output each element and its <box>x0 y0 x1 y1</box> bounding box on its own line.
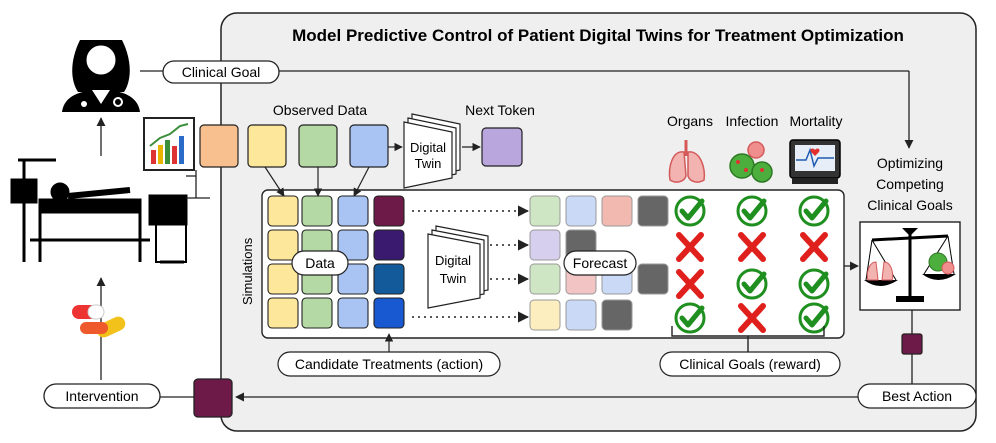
clinical-goals-reward-label: Clinical Goals (reward) <box>659 351 841 377</box>
sim-token <box>267 297 299 329</box>
sim-token <box>337 297 369 329</box>
sim-token <box>301 297 333 329</box>
sim-token <box>301 195 333 227</box>
sim-token <box>267 195 299 227</box>
best-action-label: Best Action <box>857 383 977 409</box>
infection-label: Infection <box>726 113 779 129</box>
best-action-token <box>901 333 923 355</box>
forecast-token <box>637 195 669 227</box>
forecast-token <box>601 299 633 331</box>
data-label: Data <box>291 250 349 276</box>
forecast-token <box>529 299 561 331</box>
sim-token <box>267 263 299 295</box>
forecast-token <box>529 229 561 261</box>
check-mark-icon <box>798 268 830 300</box>
check-mark-icon <box>798 195 830 227</box>
cross-mark-icon <box>738 303 766 333</box>
outcome-marks <box>674 195 830 334</box>
sim-token <box>337 195 369 227</box>
forecast-token <box>529 263 561 295</box>
clinician-icon <box>62 40 140 112</box>
hospital-bed-icon <box>10 158 188 264</box>
cross-mark-icon <box>676 269 704 299</box>
check-mark-icon <box>736 268 768 300</box>
svg-text:Digital: Digital <box>410 140 446 155</box>
monitor-chart-icon <box>143 117 195 171</box>
token-orange <box>199 124 239 168</box>
candidate-action-token <box>373 229 405 261</box>
virus-icon <box>729 141 773 183</box>
token-blue <box>349 124 389 168</box>
svg-text:Twin: Twin <box>415 156 442 171</box>
sim-token <box>337 229 369 261</box>
simulation-grid <box>267 195 405 329</box>
check-mark-icon <box>798 302 830 334</box>
cross-mark-icon <box>738 232 766 262</box>
svg-text:Twin: Twin <box>440 271 467 286</box>
forecast-token <box>565 195 597 227</box>
observed-data-label: Observed Data <box>273 102 367 118</box>
mortality-label: Mortality <box>790 113 843 129</box>
svg-text:Clinical Goals (reward): Clinical Goals (reward) <box>679 356 821 372</box>
candidate-action-token <box>373 195 405 227</box>
svg-text:Data: Data <box>305 255 335 271</box>
svg-text:Intervention: Intervention <box>65 388 138 404</box>
candidate-action-token <box>373 297 405 329</box>
svg-text:Best Action: Best Action <box>882 388 952 404</box>
cross-mark-icon <box>676 232 704 262</box>
organs-label: Organs <box>667 113 713 129</box>
diagram-title: Model Predictive Control of Patient Digi… <box>292 26 904 45</box>
token-green <box>298 124 338 168</box>
forecast-token <box>601 195 633 227</box>
balance-scale-box <box>859 221 961 311</box>
cross-mark-icon <box>800 232 828 262</box>
token-yellow <box>247 124 287 168</box>
heart-monitor-icon <box>789 139 841 184</box>
svg-text:Forecast: Forecast <box>573 255 628 271</box>
svg-text:Digital: Digital <box>435 253 471 268</box>
candidate-treatments-label: Candidate Treatments (action) <box>277 351 501 377</box>
digital-twin-top: Digital Twin <box>403 113 461 189</box>
lungs-icon <box>668 140 706 183</box>
svg-text:Clinical Goal: Clinical Goal <box>182 64 261 80</box>
svg-text:Candidate Treatments (action): Candidate Treatments (action) <box>295 356 483 372</box>
intervention-label: Intervention <box>43 383 161 409</box>
simulations-label: Simulations <box>240 237 255 305</box>
next-token-label: Next Token <box>465 102 535 118</box>
sim-token <box>267 229 299 261</box>
check-mark-icon <box>674 302 706 334</box>
next-token <box>481 127 523 167</box>
digital-twin-middle: Digital Twin <box>427 225 489 309</box>
optimizing-label-1: Optimizing <box>877 155 943 171</box>
selected-action-token <box>193 378 233 418</box>
sim-token <box>337 263 369 295</box>
pills-icon <box>72 304 126 338</box>
forecast-token <box>637 263 669 295</box>
optimizing-label-3: Clinical Goals <box>867 197 953 213</box>
optimizing-label-2: Competing <box>876 176 944 192</box>
forecast-token <box>529 195 561 227</box>
forecast-token <box>565 299 597 331</box>
candidate-action-token <box>373 263 405 295</box>
forecast-label: Forecast <box>563 250 637 276</box>
clinical-goal-label: Clinical Goal <box>162 60 280 84</box>
check-mark-icon <box>674 195 706 227</box>
check-mark-icon <box>736 195 768 227</box>
